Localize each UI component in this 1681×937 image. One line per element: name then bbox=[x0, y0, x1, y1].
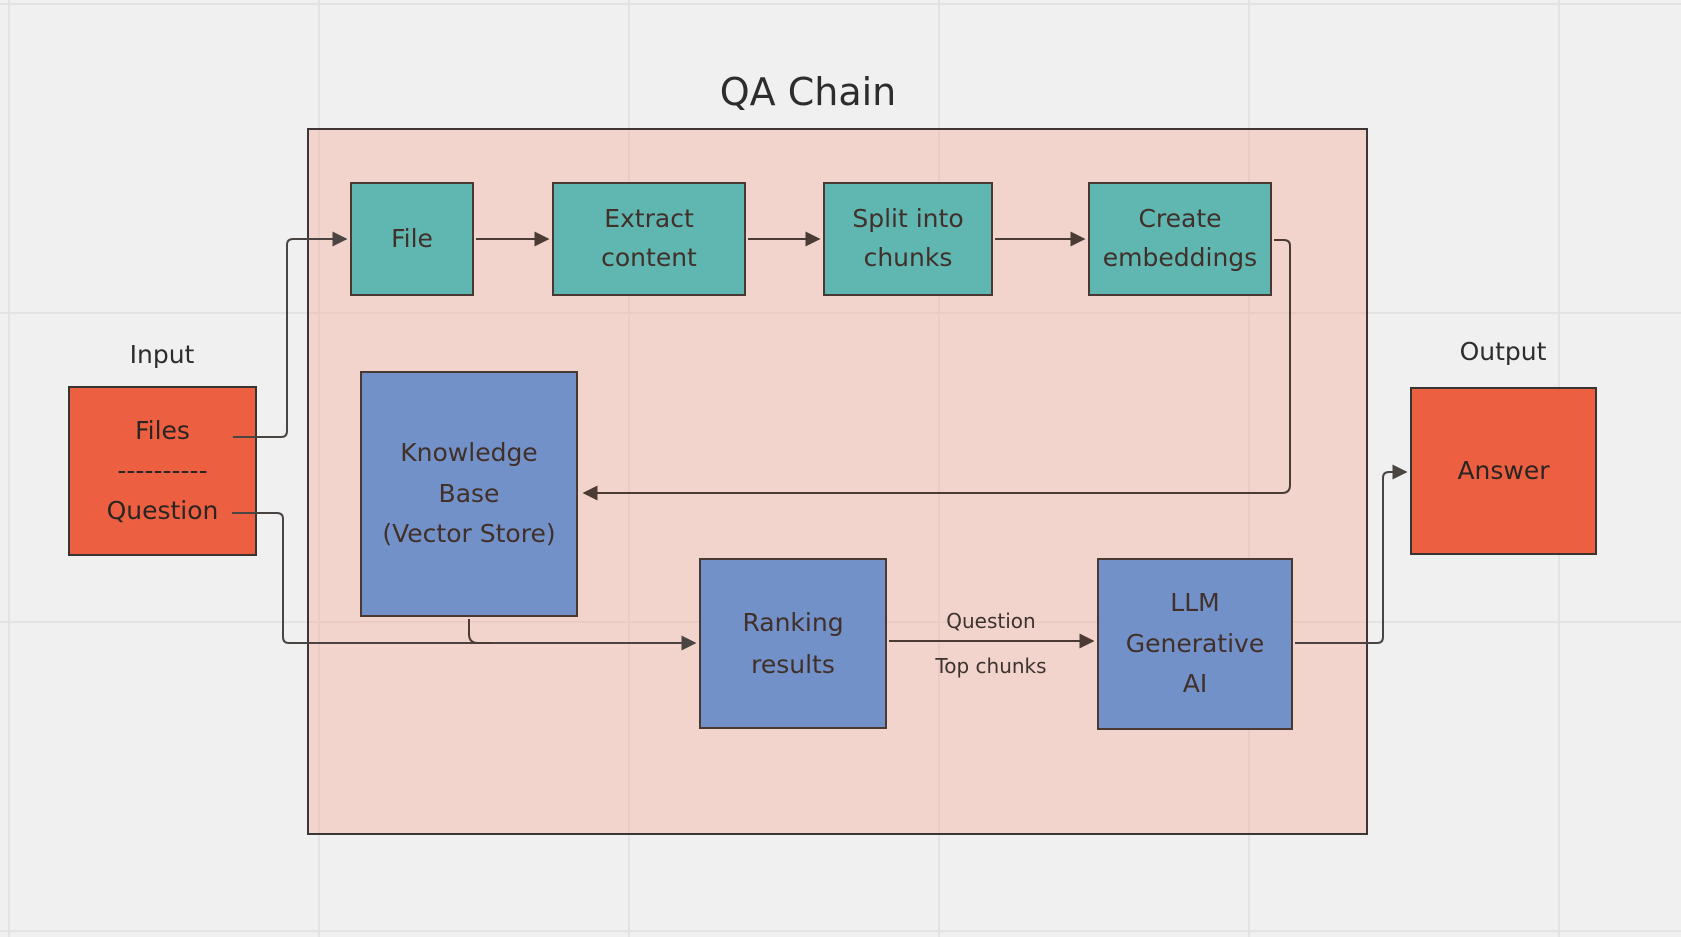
edge-label-top-chunks: Top chunks bbox=[935, 654, 1047, 678]
node-knowledge-base-label: Knowledge Base (Vector Store) bbox=[382, 438, 556, 549]
diagram-title: QA Chain bbox=[719, 70, 897, 114]
node-extract-content: Extract content bbox=[552, 182, 746, 296]
node-file: File bbox=[350, 182, 474, 296]
node-llm-generative-ai-label: LLM Generative AI bbox=[1125, 588, 1265, 699]
node-llm-generative-ai: LLM Generative AI bbox=[1097, 558, 1293, 730]
node-knowledge-base: Knowledge Base (Vector Store) bbox=[360, 371, 578, 617]
input-label: Input bbox=[129, 340, 195, 369]
node-create-embeddings: Create embeddings bbox=[1088, 182, 1272, 296]
output-label: Output bbox=[1459, 337, 1547, 366]
input-files-line: Files bbox=[135, 416, 190, 445]
node-split-into-chunks-label: Split into chunks bbox=[852, 204, 964, 272]
node-answer-label: Answer bbox=[1457, 455, 1550, 485]
input-divider-line: ---------- bbox=[117, 456, 208, 485]
node-split-into-chunks: Split into chunks bbox=[823, 182, 993, 296]
node-input: Files ---------- Question bbox=[68, 386, 257, 556]
node-answer: Answer bbox=[1410, 387, 1597, 555]
node-ranking-results: Ranking results bbox=[699, 558, 887, 729]
node-extract-content-label: Extract content bbox=[601, 204, 697, 272]
edge-label-question: Question bbox=[946, 609, 1036, 633]
input-question-line: Question bbox=[106, 496, 219, 525]
node-ranking-results-label: Ranking results bbox=[742, 608, 844, 679]
node-file-label: File bbox=[391, 223, 433, 253]
node-create-embeddings-label: Create embeddings bbox=[1102, 204, 1258, 272]
